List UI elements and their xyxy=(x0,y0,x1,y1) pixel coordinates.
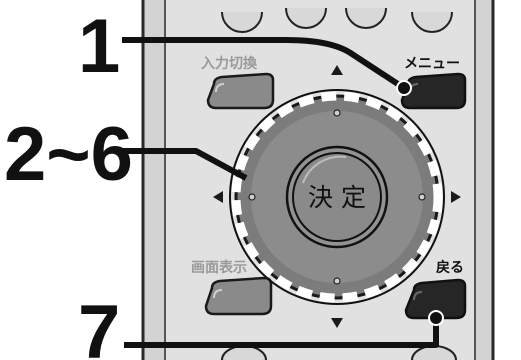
dpad-left-dot xyxy=(248,193,256,201)
dpad-outer-outline xyxy=(229,89,445,305)
step-1-number: 1 xyxy=(78,4,120,89)
back-label: 戻る xyxy=(435,259,464,276)
dpad-down-dot xyxy=(333,277,341,285)
menu-button[interactable] xyxy=(400,72,467,110)
input-switch-button[interactable] xyxy=(206,72,275,110)
enter-button-label: 決 定 xyxy=(308,183,366,212)
callout-step-7: 7 xyxy=(78,290,444,360)
step-7-leader-line xyxy=(124,318,439,348)
dpad-highlight-dashes xyxy=(231,91,443,303)
enter-button[interactable] xyxy=(292,152,382,242)
step-1-leader-line xyxy=(122,37,406,91)
top-round-button-2[interactable] xyxy=(285,7,327,29)
screen-display-button[interactable] xyxy=(204,276,273,316)
step-7-number: 7 xyxy=(78,290,120,360)
arrow-right-icon xyxy=(451,191,461,203)
arrow-left-icon xyxy=(213,191,223,203)
callout-step-2-6: 2~6 xyxy=(4,112,248,197)
top-round-button-3[interactable] xyxy=(345,7,387,29)
input-switch-label: 入力切換 xyxy=(201,55,258,72)
top-round-button-4[interactable] xyxy=(411,11,453,33)
top-round-button-1[interactable] xyxy=(221,11,263,33)
input-switch-highlight xyxy=(215,83,225,93)
back-highlight xyxy=(413,291,423,301)
step-7-pointer-dot xyxy=(428,310,444,326)
back-button[interactable] xyxy=(404,278,467,320)
step-2-6-number: 2~6 xyxy=(4,112,133,197)
step-1-pointer-dot xyxy=(396,80,412,96)
arrow-down-icon xyxy=(331,318,343,328)
enter-button-highlight xyxy=(302,155,347,184)
dpad-up-dot xyxy=(333,109,341,117)
callout-step-1: 1 xyxy=(78,4,412,96)
screen-display-highlight xyxy=(213,289,223,299)
menu-label: メニュー xyxy=(404,56,460,72)
dpad-right-dot xyxy=(418,193,426,201)
arrow-up-icon xyxy=(331,65,343,75)
screen-display-label: 画面表示 xyxy=(191,259,247,276)
step-2-6-leader-line xyxy=(116,148,248,181)
